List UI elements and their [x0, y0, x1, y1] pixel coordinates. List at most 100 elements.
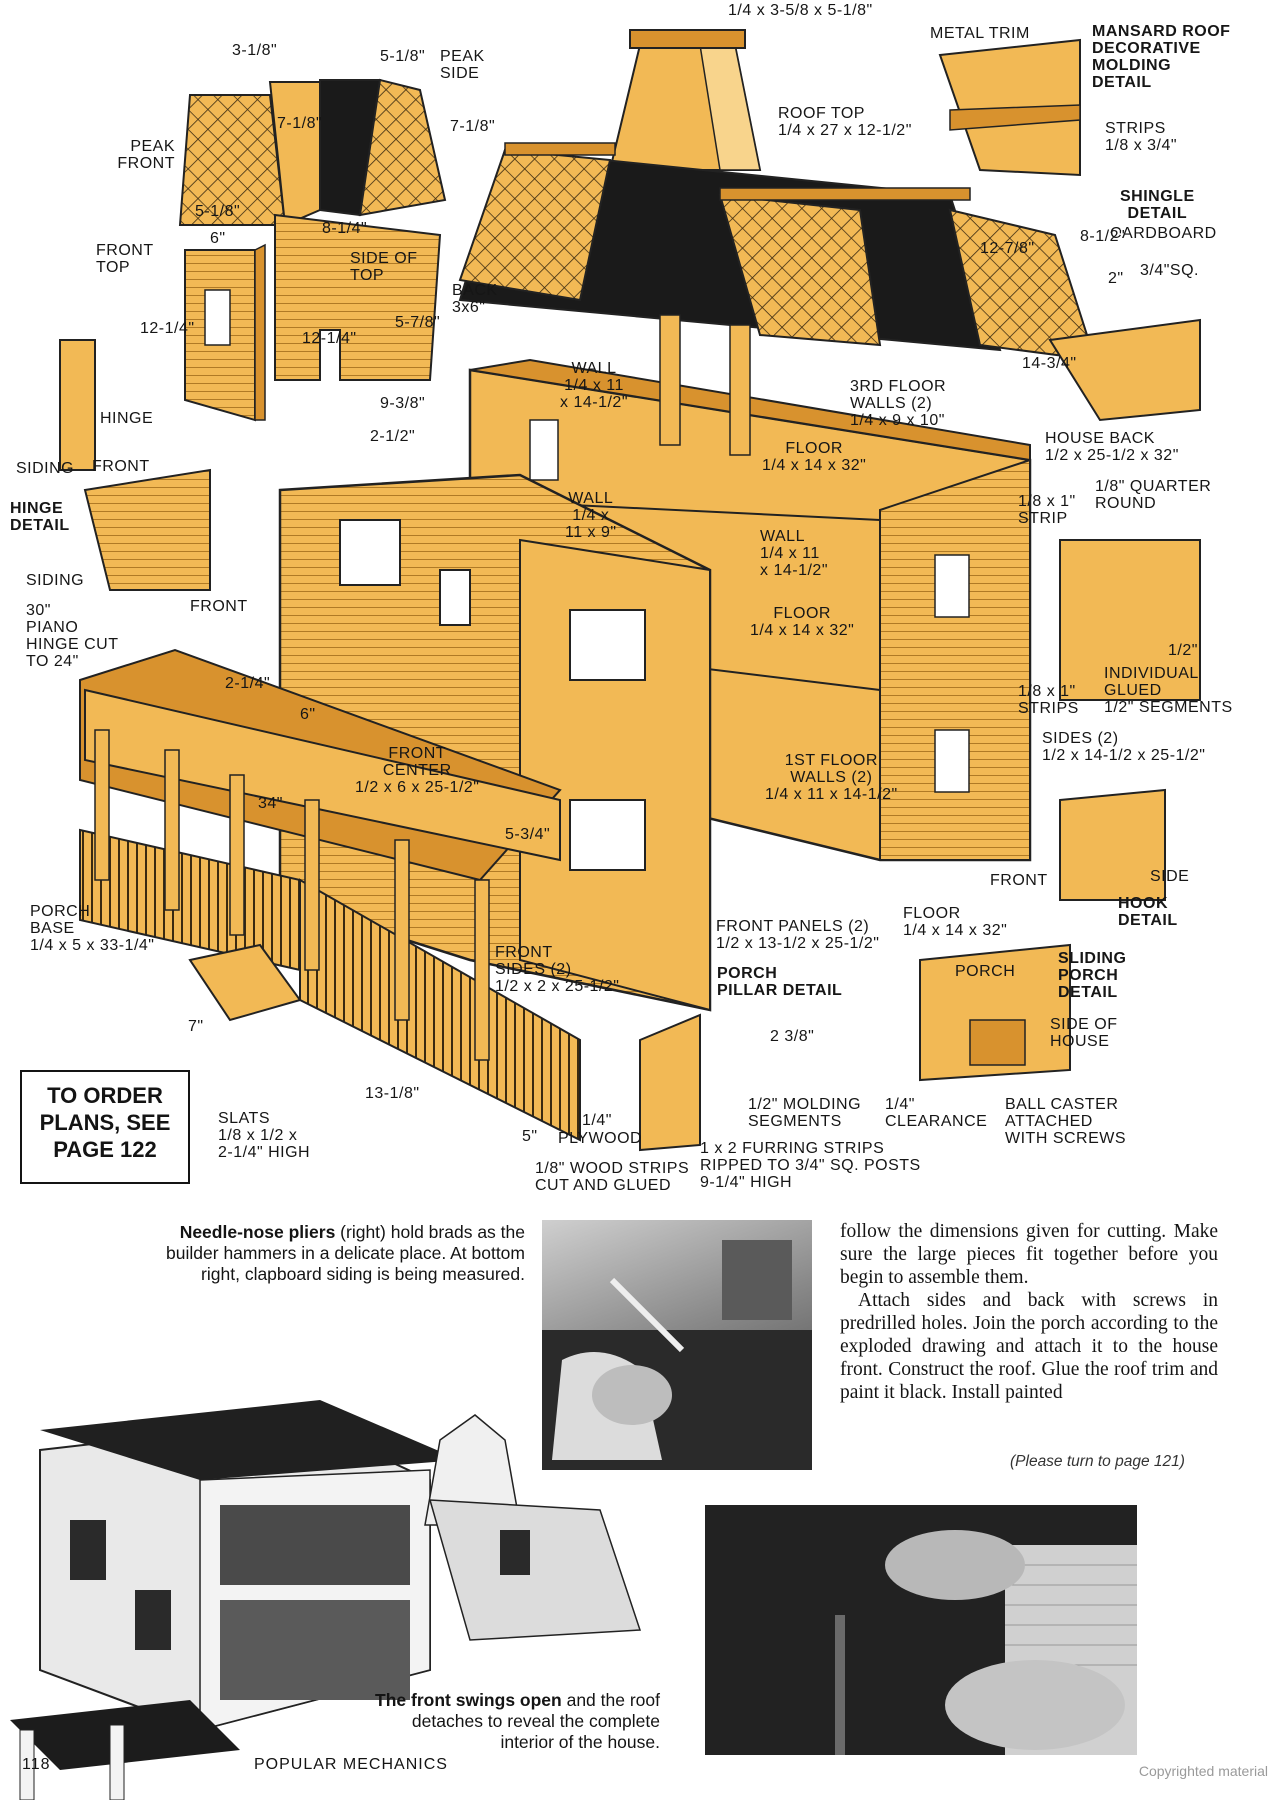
- piano-hinge-label: 30" PIANO HINGE CUT TO 24": [26, 602, 119, 670]
- furring-strips-label: 1 x 2 FURRING STRIPS RIPPED TO 3/4" SQ. …: [700, 1140, 921, 1191]
- front-caption: The front swings open and the roof detac…: [370, 1690, 660, 1753]
- article-body: follow the dimensions given for cutting.…: [840, 1220, 1218, 1404]
- peak-side-label: PEAK SIDE: [440, 48, 485, 82]
- porch-base-label: PORCH BASE 1/4 x 5 x 33-1/4": [30, 903, 155, 954]
- clearance-label: 1/4" CLEARANCE: [885, 1096, 988, 1130]
- quarter-round-label: 1/8" QUARTER ROUND: [1095, 478, 1212, 512]
- pliers-caption: Needle-nose pliers (right) hold brads as…: [150, 1222, 525, 1285]
- dim-label: 5-7/8": [395, 314, 441, 331]
- ball-caster-label: BALL CASTER ATTACHED WITH SCREWS: [1005, 1096, 1127, 1147]
- third-floor-walls-label: 3RD FLOOR WALLS (2) 1/4 x 9 x 10": [850, 378, 947, 429]
- front-panels-label: FRONT PANELS (2) 1/2 x 13-1/2 x 25-1/2": [716, 918, 880, 952]
- pliers-photo-art: [542, 1240, 812, 1470]
- roof-top-label: ROOF TOP 1/4 x 27 x 12-1/2": [778, 105, 912, 139]
- continued-note: (Please turn to page 121): [1010, 1453, 1185, 1470]
- magazine-name: POPULAR MECHANICS: [254, 1756, 448, 1773]
- exploded-house-diagram: 1/4 x 3-5/8 x 5-1/8" 3-1/8" 5-1/8" PEAK …: [10, 2, 1233, 1194]
- chimney-dims: 1/4 x 3-5/8 x 5-1/8": [728, 2, 873, 19]
- porch: [79, 648, 581, 1142]
- dim-label: 6": [300, 706, 316, 723]
- side-label: SIDE: [1150, 868, 1190, 885]
- dim-label: 5-3/4": [505, 826, 551, 843]
- dim-label: 2 3/8": [770, 1028, 815, 1045]
- porch-pillar-detail-label: PORCH PILLAR DETAIL: [717, 965, 843, 999]
- dim-label: 12-1/4": [140, 320, 195, 337]
- floor-label: FLOOR 1/4 x 14 x 32": [762, 440, 867, 474]
- molding-segments-label: 1/2" MOLDING SEGMENTS: [748, 1096, 862, 1130]
- dim-label: 12-7/8": [980, 240, 1035, 257]
- pliers-photo: [542, 1220, 812, 1470]
- mansard-detail-label: MANSARD ROOF DECORATIVE MOLDING DETAIL: [1092, 23, 1231, 91]
- pliers-caption-bold: Needle-nose pliers: [179, 1222, 336, 1242]
- peak-pieces: [178, 78, 447, 227]
- slats-label: SLATS 1/8 x 1/2 x 2-1/4" HIGH: [218, 1110, 311, 1161]
- body-paragraph: Attach sides and back with screws in pre…: [840, 1290, 1218, 1403]
- diagram-drawing: [59, 29, 1201, 1152]
- front-sides-label: FRONT SIDES (2) 1/2 x 2 x 25-1/2": [495, 944, 620, 995]
- front-label: FRONT: [92, 458, 150, 475]
- front-center-label: FRONT CENTER 1/2 x 6 x 25-1/2": [355, 745, 480, 796]
- order-plans-box: TO ORDER PLANS, SEE PAGE 122: [20, 1070, 190, 1184]
- dim-label: 3/4"SQ.: [1140, 262, 1199, 279]
- dollhouse-photo-art: [10, 1400, 642, 1800]
- dim-label: 1/2": [1168, 642, 1198, 659]
- dim-label: 3-1/8": [232, 42, 278, 59]
- front-caption-text: and the roof detaches to reveal the comp…: [411, 1690, 660, 1752]
- cardboard-label: CARDBOARD: [1110, 225, 1217, 242]
- hinge-detail-label: HINGE DETAIL: [10, 500, 70, 534]
- dim-label: 7": [188, 1018, 204, 1035]
- dim-label: 1/4": [582, 1112, 612, 1129]
- dim-label: 2-1/4": [225, 675, 271, 692]
- body-paragraph: follow the dimensions given for cutting.…: [840, 1221, 1218, 1288]
- front-panels: [278, 473, 712, 1012]
- dim-label: 5-1/8": [380, 48, 426, 65]
- front-top-pieces: [184, 213, 442, 422]
- dim-label: 12-1/4": [302, 330, 357, 347]
- side-of-house-label: SIDE OF HOUSE: [1050, 1016, 1118, 1050]
- detail-insets: [59, 38, 1201, 1152]
- page-number: 118: [22, 1756, 51, 1773]
- dim-label: 13-1/8": [365, 1085, 420, 1102]
- back-label: BACK 3x6": [452, 282, 498, 316]
- dim-label: 7-1/8": [277, 115, 323, 132]
- front-label: FRONT: [190, 598, 248, 615]
- siding-label: SIDING: [26, 572, 85, 589]
- dim-label: 9-3/8": [380, 395, 426, 412]
- front-caption-bold: The front swings open: [375, 1690, 562, 1710]
- siding-photo-art: [705, 1505, 1137, 1755]
- dim-label: 14-3/4": [1022, 355, 1077, 372]
- wall-mid-label: WALL 1/4 x 11 x 9": [565, 490, 617, 541]
- copyright-note: Copyrighted material: [1138, 1763, 1268, 1779]
- siding-photo: [705, 1505, 1137, 1755]
- dim-label: 34": [258, 795, 283, 812]
- first-floor-walls-label: 1ST FLOOR WALLS (2) 1/4 x 11 x 14-1/2": [765, 752, 898, 803]
- roof-peak: [608, 29, 762, 171]
- dim-label: 7-1/8": [450, 118, 496, 135]
- front-top-label: FRONT TOP: [96, 242, 154, 276]
- floor-label: FLOOR 1/4 x 14 x 32": [750, 605, 855, 639]
- hinge-label: HINGE: [100, 410, 154, 427]
- mansard-roof: [458, 142, 1097, 362]
- dim-label: 8-1/4": [322, 220, 368, 237]
- dim-label: 8-1/2": [1080, 228, 1126, 245]
- porch-label: PORCH: [955, 963, 1016, 980]
- floor-label: FLOOR 1/4 x 14 x 32": [903, 905, 1008, 939]
- dim-label: 5": [522, 1128, 538, 1145]
- sides-label: SIDES (2) 1/2 x 14-1/2 x 25-1/2": [1042, 730, 1206, 764]
- wall-right-label: WALL 1/4 x 11 x 14-1/2": [760, 528, 828, 579]
- strips-label: 1/8 x 1" STRIPS: [1018, 683, 1079, 717]
- sliding-porch-detail-label: SLIDING PORCH DETAIL: [1058, 950, 1127, 1001]
- wall-top-label: WALL 1/4 x 11 x 14-1/2": [560, 360, 628, 411]
- dim-label: 2-1/2": [370, 428, 416, 445]
- siding-label: SIDING: [16, 460, 75, 477]
- pliers-caption-text: (right) hold brads as the builder hammer…: [166, 1222, 525, 1284]
- individual-glued-label: INDIVIDUAL GLUED 1/2" SEGMENTS: [1104, 665, 1233, 716]
- dollhouse-photo: [0, 1330, 660, 1800]
- house-back-label: HOUSE BACK 1/2 x 25-1/2 x 32": [1045, 430, 1179, 464]
- shingle-detail-label: SHINGLE DETAIL: [1120, 188, 1195, 222]
- hook-detail-label: HOOK DETAIL: [1118, 895, 1178, 929]
- strip-label: 1/8 x 1" STRIP: [1018, 493, 1076, 527]
- strips-label: STRIPS 1/8 x 3/4": [1105, 120, 1178, 154]
- front-label: FRONT: [990, 872, 1048, 889]
- dim-label: 5-1/8": [195, 203, 241, 220]
